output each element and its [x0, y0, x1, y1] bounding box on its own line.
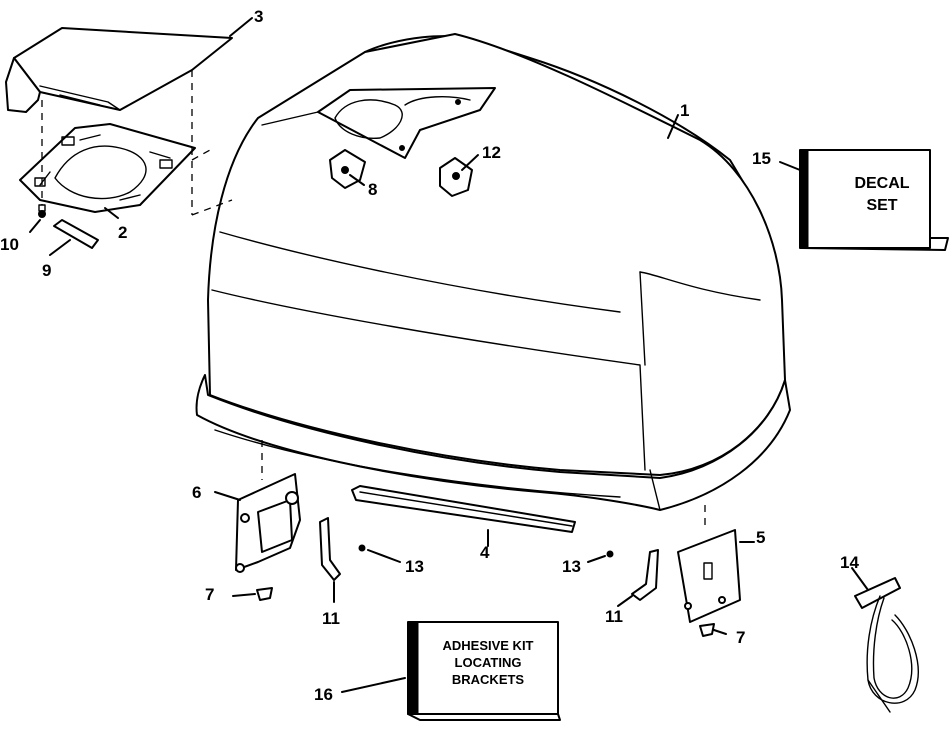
callout-11-right: 11	[605, 607, 623, 626]
callout-2: 2	[118, 223, 127, 242]
handle-cable-14	[854, 577, 919, 713]
callout-10: 10	[0, 235, 19, 254]
callout-13-left: 13	[405, 557, 424, 576]
callout-numbers: 1 2 3 4 5 6 7 7 8 9 10 11 11 12 13 13 14…	[0, 7, 859, 704]
callout-13-right: 13	[562, 557, 581, 576]
callout-3: 3	[254, 7, 263, 26]
latch-plate-5	[677, 529, 741, 623]
engine-cover	[195, 33, 791, 511]
bracket-11-left	[319, 517, 341, 581]
screw-10	[38, 204, 46, 218]
callout-11-left: 11	[322, 609, 340, 628]
callout-7-right: 7	[736, 628, 745, 647]
callout-7-left: 7	[205, 585, 214, 604]
bracket-11-right	[631, 549, 659, 601]
screw-13-right	[606, 550, 614, 558]
leader-lines	[29, 17, 869, 693]
adhesive-box-line2: LOCATING	[455, 655, 522, 670]
adhesive-kit-box	[407, 621, 561, 721]
intake-gasket	[19, 123, 196, 213]
screw-13-left	[358, 544, 366, 552]
adhesive-box-line1: ADHESIVE KIT	[442, 638, 533, 653]
seal-strip-9	[53, 219, 99, 249]
callout-15: 15	[752, 149, 771, 168]
screw-7-left	[256, 587, 273, 601]
callout-6: 6	[192, 483, 201, 502]
callout-12: 12	[482, 143, 501, 162]
decal-box-line2: SET	[866, 197, 897, 214]
callout-16: 16	[314, 685, 333, 704]
callout-9: 9	[42, 261, 51, 280]
air-intake-cover	[5, 27, 233, 113]
latch-bracket-6	[235, 473, 301, 573]
rubber-strip-4	[351, 485, 576, 533]
callout-14: 14	[840, 553, 859, 572]
callout-1: 1	[680, 101, 689, 120]
callout-8: 8	[368, 180, 377, 199]
adhesive-box-line3: BRACKETS	[452, 672, 525, 687]
decal-box-line1: DECAL	[854, 175, 909, 192]
screw-7-right	[699, 623, 715, 637]
callout-5: 5	[756, 528, 765, 547]
decal-set-box	[799, 149, 949, 251]
callout-4: 4	[480, 543, 490, 562]
